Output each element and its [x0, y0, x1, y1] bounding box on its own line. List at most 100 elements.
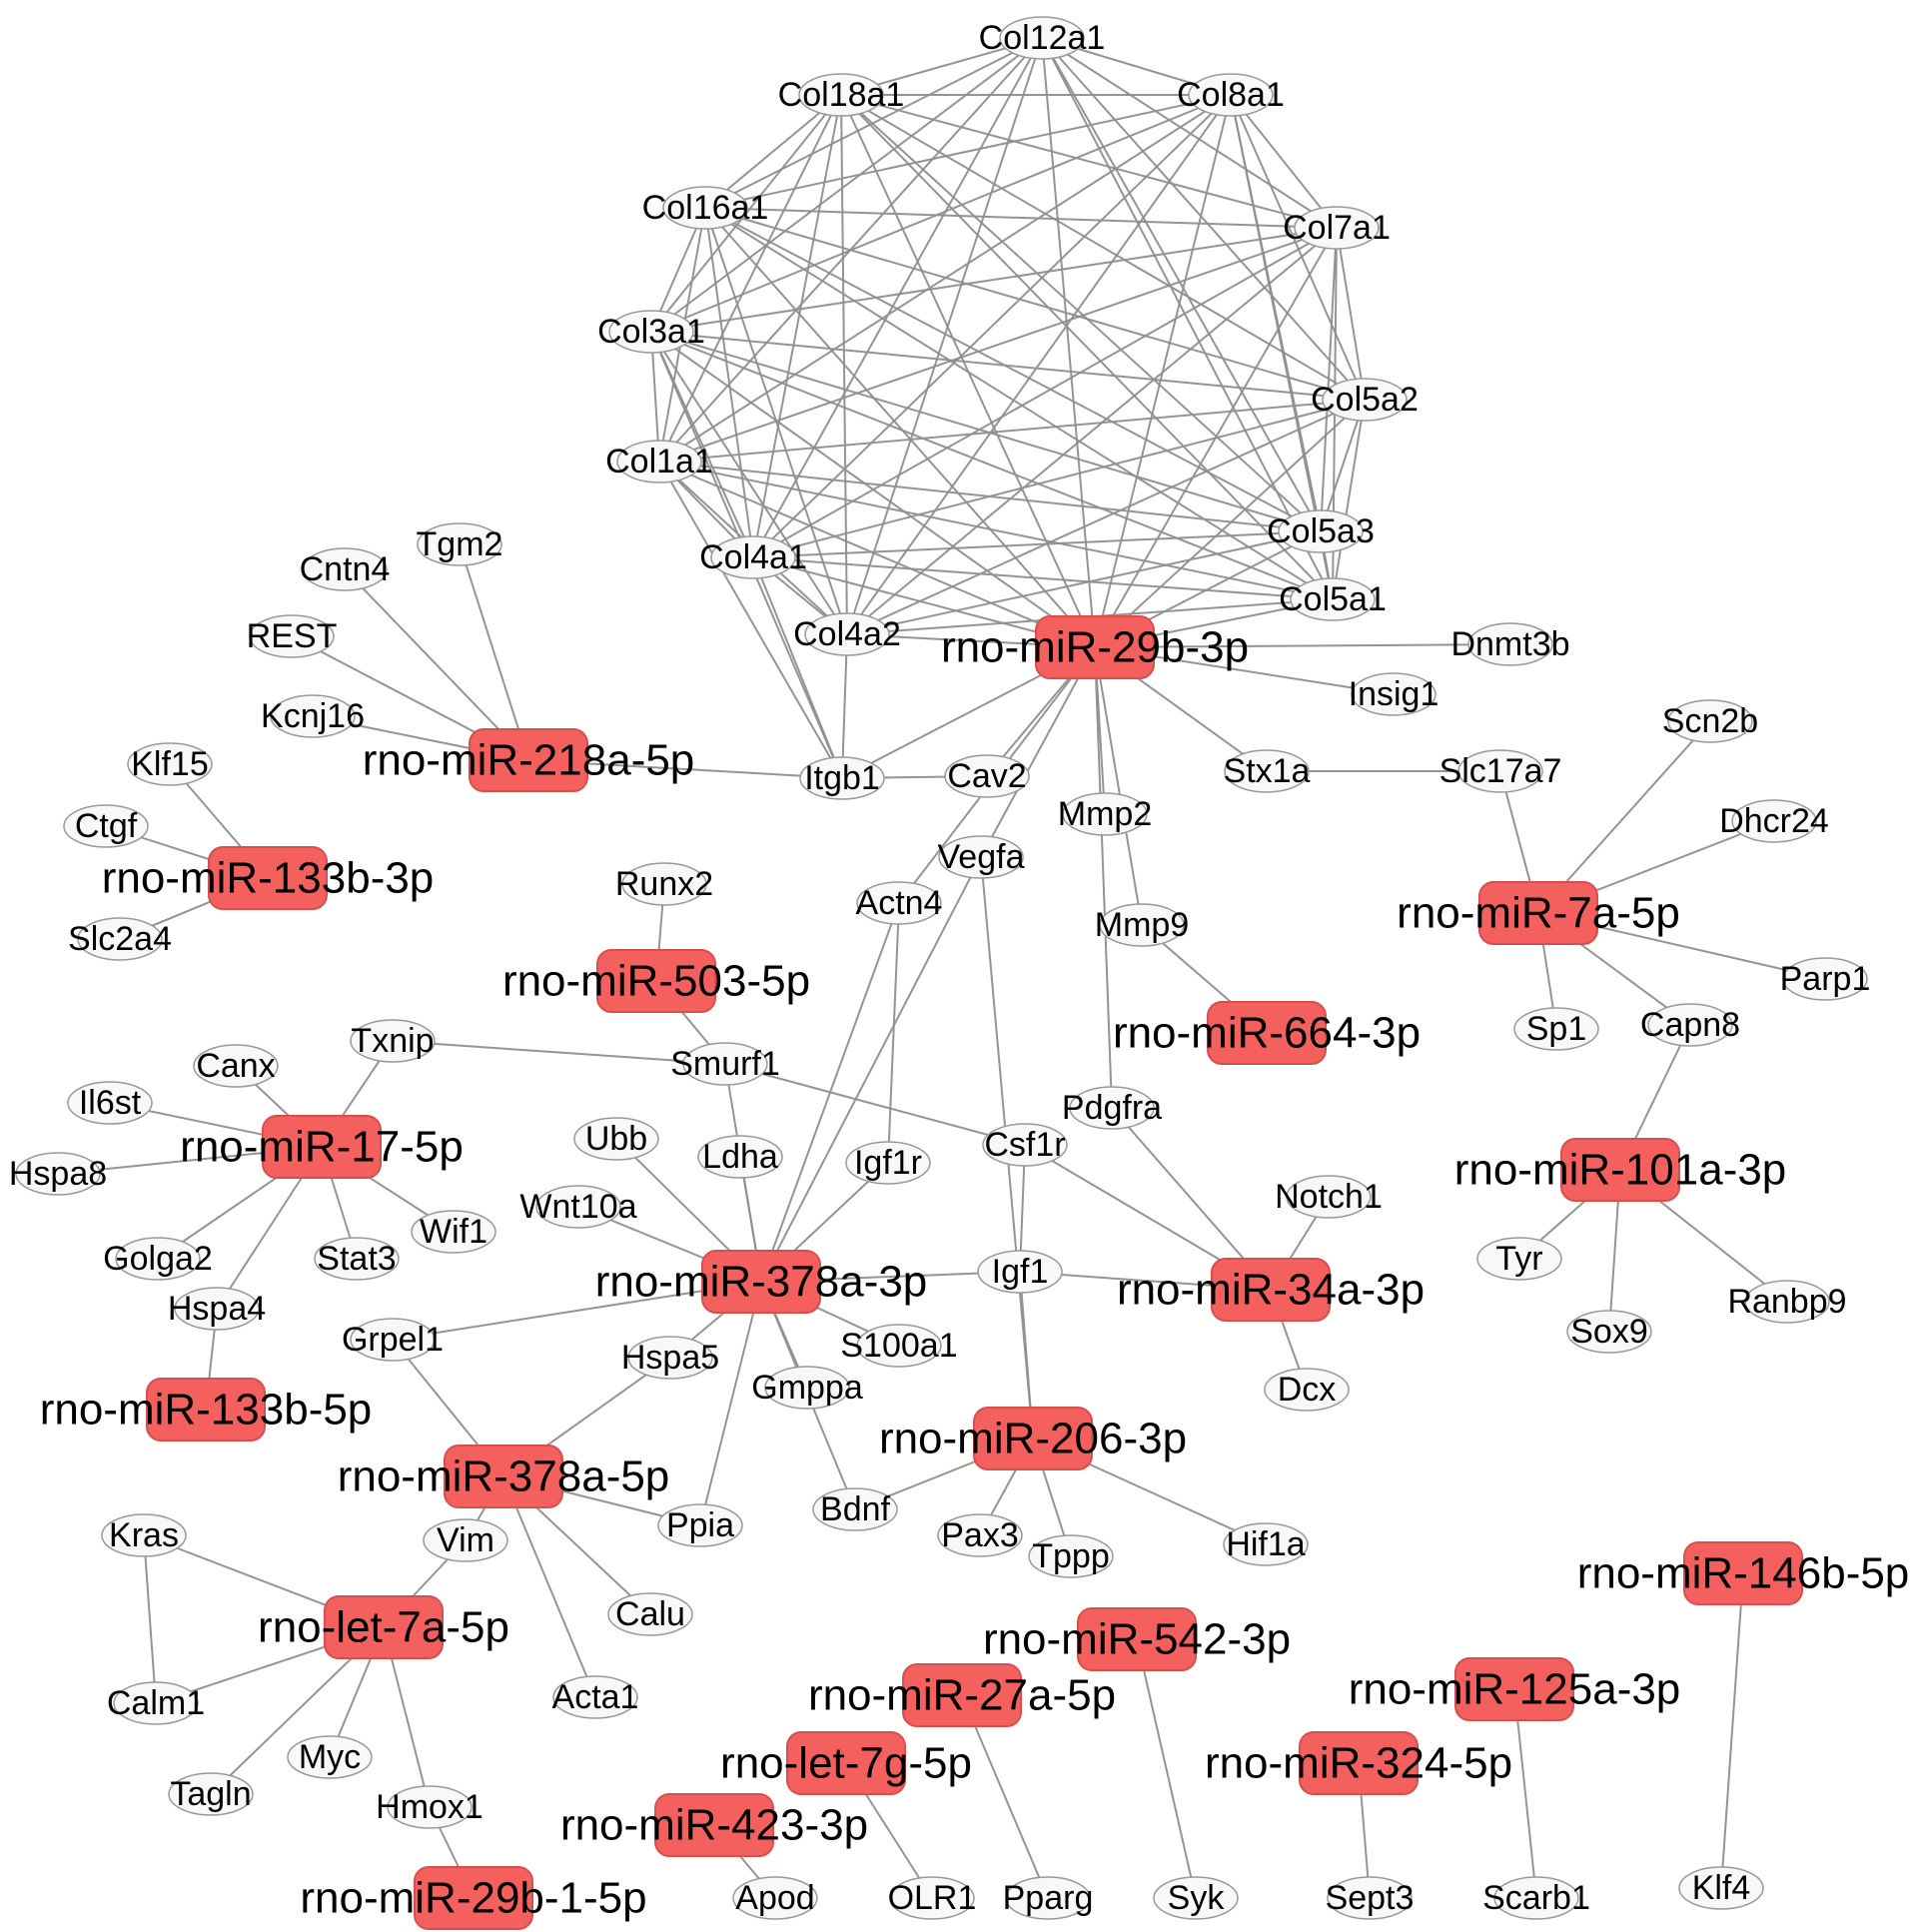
gene-node-Hspa5[interactable]: Hspa5 — [621, 1336, 719, 1380]
gene-node-Col8a1[interactable]: Col8a1 — [1177, 73, 1285, 117]
gene-node-Txnip[interactable]: Txnip — [350, 1019, 436, 1063]
gene-node-Hif1a[interactable]: Hif1a — [1223, 1522, 1309, 1566]
gene-node-Sept3[interactable]: Sept3 — [1326, 1876, 1415, 1920]
gene-node-Sox9[interactable]: Sox9 — [1566, 1310, 1652, 1354]
gene-node-REST[interactable]: REST — [247, 614, 338, 658]
mirna-node-rno-miR-29b-3p[interactable]: rno-miR-29b-3p — [941, 615, 1249, 679]
gene-node-Calu[interactable]: Calu — [607, 1592, 693, 1636]
mirna-node-rno-miR-378a-3p[interactable]: rno-miR-378a-3p — [595, 1250, 928, 1314]
gene-node-Wif1[interactable]: Wif1 — [411, 1210, 496, 1254]
gene-node-Kcnj16[interactable]: Kcnj16 — [261, 694, 365, 738]
gene-node-Canx[interactable]: Canx — [193, 1044, 279, 1088]
gene-node-Actn4[interactable]: Actn4 — [856, 881, 943, 925]
gene-node-Parp1[interactable]: Parp1 — [1780, 957, 1871, 1001]
gene-node-Hspa8[interactable]: Hspa8 — [9, 1152, 107, 1196]
gene-node-Dcx[interactable]: Dcx — [1264, 1368, 1350, 1412]
gene-node-Pparg[interactable]: Pparg — [1003, 1876, 1094, 1920]
mirna-node-rno-miR-34a-3p[interactable]: rno-miR-34a-3p — [1117, 1258, 1425, 1322]
gene-node-Grpel1[interactable]: Grpel1 — [342, 1318, 444, 1362]
gene-node-OLR1[interactable]: OLR1 — [888, 1876, 977, 1920]
mirna-node-rno-miR-664-3p[interactable]: rno-miR-664-3p — [1113, 1001, 1421, 1065]
gene-node-Runx2[interactable]: Runx2 — [615, 862, 713, 906]
gene-node-Col4a1[interactable]: Col4a1 — [699, 535, 807, 579]
mirna-node-rno-miR-542-3p[interactable]: rno-miR-542-3p — [983, 1607, 1291, 1671]
gene-node-Acta1[interactable]: Acta1 — [552, 1675, 639, 1719]
gene-node-Pdgfra[interactable]: Pdgfra — [1062, 1086, 1162, 1130]
gene-node-Syk[interactable]: Syk — [1153, 1876, 1239, 1920]
gene-node-Ctgf[interactable]: Ctgf — [63, 804, 149, 848]
mirna-node-rno-miR-125a-3p[interactable]: rno-miR-125a-3p — [1349, 1657, 1681, 1721]
gene-node-Gmppa[interactable]: Gmppa — [751, 1366, 863, 1410]
gene-node-Il6st[interactable]: Il6st — [67, 1081, 153, 1125]
mirna-node-rno-miR-133b-3p[interactable]: rno-miR-133b-3p — [102, 846, 435, 910]
mirna-node-rno-miR-7a-5p[interactable]: rno-miR-7a-5p — [1397, 881, 1680, 945]
gene-node-Golga2[interactable]: Golga2 — [103, 1237, 213, 1281]
gene-node-Ldha[interactable]: Ldha — [697, 1135, 783, 1179]
gene-node-Tyr[interactable]: Tyr — [1476, 1237, 1562, 1281]
gene-node-Col18a1[interactable]: Col18a1 — [778, 73, 905, 117]
gene-node-Col7a1[interactable]: Col7a1 — [1283, 206, 1391, 250]
gene-node-Mmp9[interactable]: Mmp9 — [1095, 903, 1189, 947]
gene-node-Col5a3[interactable]: Col5a3 — [1267, 509, 1375, 553]
gene-node-Tgm2[interactable]: Tgm2 — [417, 522, 503, 566]
gene-node-Bdnf[interactable]: Bdnf — [812, 1487, 898, 1531]
mirna-node-rno-miR-378a-5p[interactable]: rno-miR-378a-5p — [338, 1445, 670, 1508]
mirna-node-rno-miR-17-5p[interactable]: rno-miR-17-5p — [180, 1115, 464, 1179]
mirna-node-rno-let-7g-5p[interactable]: rno-let-7g-5p — [720, 1731, 972, 1795]
gene-node-Cntn4[interactable]: Cntn4 — [300, 547, 391, 591]
gene-node-Sp1[interactable]: Sp1 — [1513, 1007, 1599, 1051]
gene-node-S100a1[interactable]: S100a1 — [840, 1324, 958, 1368]
gene-node-Itgb1[interactable]: Itgb1 — [799, 756, 885, 800]
mirna-node-rno-miR-133b-5p[interactable]: rno-miR-133b-5p — [40, 1378, 373, 1442]
mirna-node-rno-miR-29b-1-5p[interactable]: rno-miR-29b-1-5p — [300, 1866, 647, 1930]
mirna-node-rno-miR-27a-5p[interactable]: rno-miR-27a-5p — [808, 1663, 1116, 1727]
gene-node-Csf1r[interactable]: Csf1r — [982, 1123, 1068, 1167]
mirna-node-rno-miR-423-3p[interactable]: rno-miR-423-3p — [560, 1793, 868, 1857]
gene-node-Vim[interactable]: Vim — [423, 1518, 508, 1562]
gene-node-Cav2[interactable]: Cav2 — [944, 754, 1030, 798]
gene-node-Tagln[interactable]: Tagln — [168, 1772, 254, 1816]
gene-node-Capn8[interactable]: Capn8 — [1640, 1003, 1740, 1047]
gene-node-Stat3[interactable]: Stat3 — [314, 1237, 400, 1281]
mirna-node-rno-miR-218a-5p[interactable]: rno-miR-218a-5p — [363, 728, 695, 792]
gene-node-Klf4[interactable]: Klf4 — [1678, 1866, 1764, 1910]
gene-node-Stx1a[interactable]: Stx1a — [1224, 749, 1311, 793]
gene-node-Ranbp9[interactable]: Ranbp9 — [1727, 1280, 1847, 1324]
gene-node-Col1a1[interactable]: Col1a1 — [605, 440, 713, 483]
gene-node-Dhcr24[interactable]: Dhcr24 — [1719, 799, 1829, 843]
gene-node-Col5a1[interactable]: Col5a1 — [1279, 577, 1387, 621]
gene-node-Hmox1[interactable]: Hmox1 — [376, 1785, 483, 1829]
mirna-node-rno-miR-101a-3p[interactable]: rno-miR-101a-3p — [1454, 1138, 1787, 1202]
gene-node-Myc[interactable]: Myc — [287, 1735, 373, 1779]
gene-node-Vegfa[interactable]: Vegfa — [938, 835, 1025, 879]
gene-node-Igf1r[interactable]: Igf1r — [845, 1141, 931, 1185]
gene-node-Apod[interactable]: Apod — [732, 1876, 818, 1920]
gene-node-Tppp[interactable]: Tppp — [1028, 1534, 1114, 1578]
gene-node-Pax3[interactable]: Pax3 — [937, 1513, 1023, 1557]
gene-node-Klf15[interactable]: Klf15 — [127, 742, 213, 786]
gene-node-Slc2a4[interactable]: Slc2a4 — [68, 917, 172, 961]
gene-node-Igf1[interactable]: Igf1 — [977, 1250, 1063, 1294]
gene-node-Col3a1[interactable]: Col3a1 — [597, 310, 705, 354]
mirna-node-rno-miR-503-5p[interactable]: rno-miR-503-5p — [502, 949, 810, 1013]
gene-node-Slc17a7[interactable]: Slc17a7 — [1439, 749, 1562, 793]
gene-node-Col12a1[interactable]: Col12a1 — [979, 16, 1106, 60]
gene-node-Col16a1[interactable]: Col16a1 — [642, 186, 769, 230]
gene-node-Ppia[interactable]: Ppia — [657, 1503, 743, 1547]
gene-node-Kras[interactable]: Kras — [101, 1513, 187, 1557]
gene-node-Col5a2[interactable]: Col5a2 — [1311, 378, 1419, 422]
gene-node-Dnmt3b[interactable]: Dnmt3b — [1450, 622, 1570, 666]
gene-node-Scarb1[interactable]: Scarb1 — [1482, 1876, 1590, 1920]
mirna-node-rno-miR-206-3p[interactable]: rno-miR-206-3p — [879, 1407, 1187, 1470]
gene-node-Col4a2[interactable]: Col4a2 — [793, 612, 901, 656]
gene-node-Mmp2[interactable]: Mmp2 — [1058, 792, 1152, 836]
mirna-node-rno-miR-324-5p[interactable]: rno-miR-324-5p — [1205, 1731, 1512, 1795]
gene-node-Wnt10a[interactable]: Wnt10a — [519, 1185, 637, 1229]
mirna-node-rno-miR-146b-5p[interactable]: rno-miR-146b-5p — [1577, 1541, 1910, 1605]
gene-node-Smurf1[interactable]: Smurf1 — [670, 1042, 780, 1086]
mirna-node-rno-let-7a-5p[interactable]: rno-let-7a-5p — [258, 1595, 509, 1659]
gene-node-Hspa4[interactable]: Hspa4 — [168, 1287, 266, 1331]
gene-node-Scn2b[interactable]: Scn2b — [1662, 699, 1758, 743]
gene-node-Notch1[interactable]: Notch1 — [1275, 1175, 1383, 1219]
gene-node-Calm1[interactable]: Calm1 — [107, 1681, 205, 1725]
